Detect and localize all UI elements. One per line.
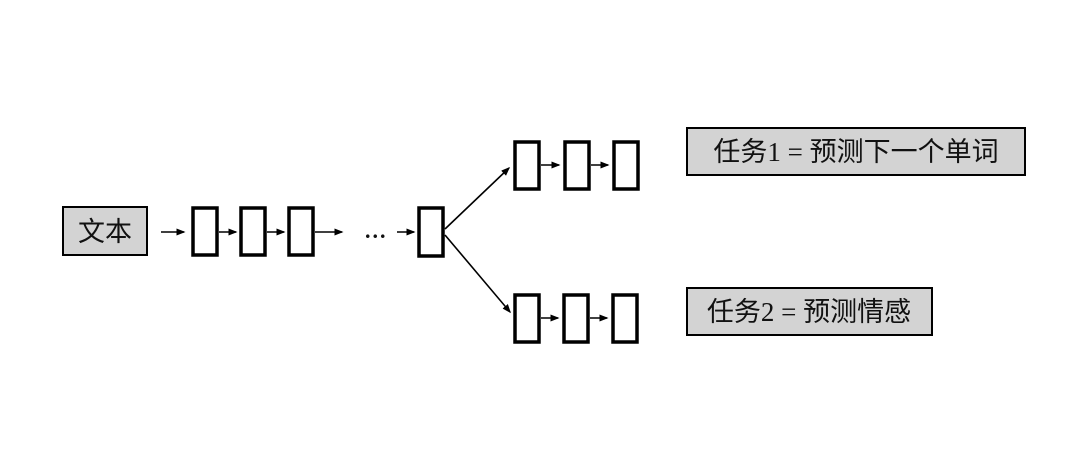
rnn-cell-task2-2	[562, 293, 590, 344]
task1-label: 任务1 = 预测下一个单词	[713, 137, 998, 167]
arrow-branch-task1	[444, 166, 511, 230]
rnn-cell-task1-3	[612, 140, 640, 191]
rnn-cell-shared-3	[287, 206, 315, 257]
input-text-box	[62, 206, 148, 256]
arrow-branch-task2	[444, 234, 511, 314]
task1-label-box	[686, 127, 1026, 176]
rnn-cell-shared-1	[191, 206, 219, 257]
task2-label-box	[686, 287, 933, 336]
rnn-cell-task2-3	[611, 293, 639, 344]
input-text-label: 文本	[78, 217, 132, 247]
rnn-cell-task1-2	[563, 140, 591, 191]
ellipsis-label: ...	[365, 218, 388, 243]
task2-label: 任务2 = 预测情感	[707, 297, 911, 327]
rnn-cell-shared-2	[239, 206, 267, 257]
rnn-cell-hub	[417, 206, 445, 258]
rnn-cell-task2-1	[513, 293, 541, 344]
rnn-cell-task1-1	[513, 140, 541, 191]
